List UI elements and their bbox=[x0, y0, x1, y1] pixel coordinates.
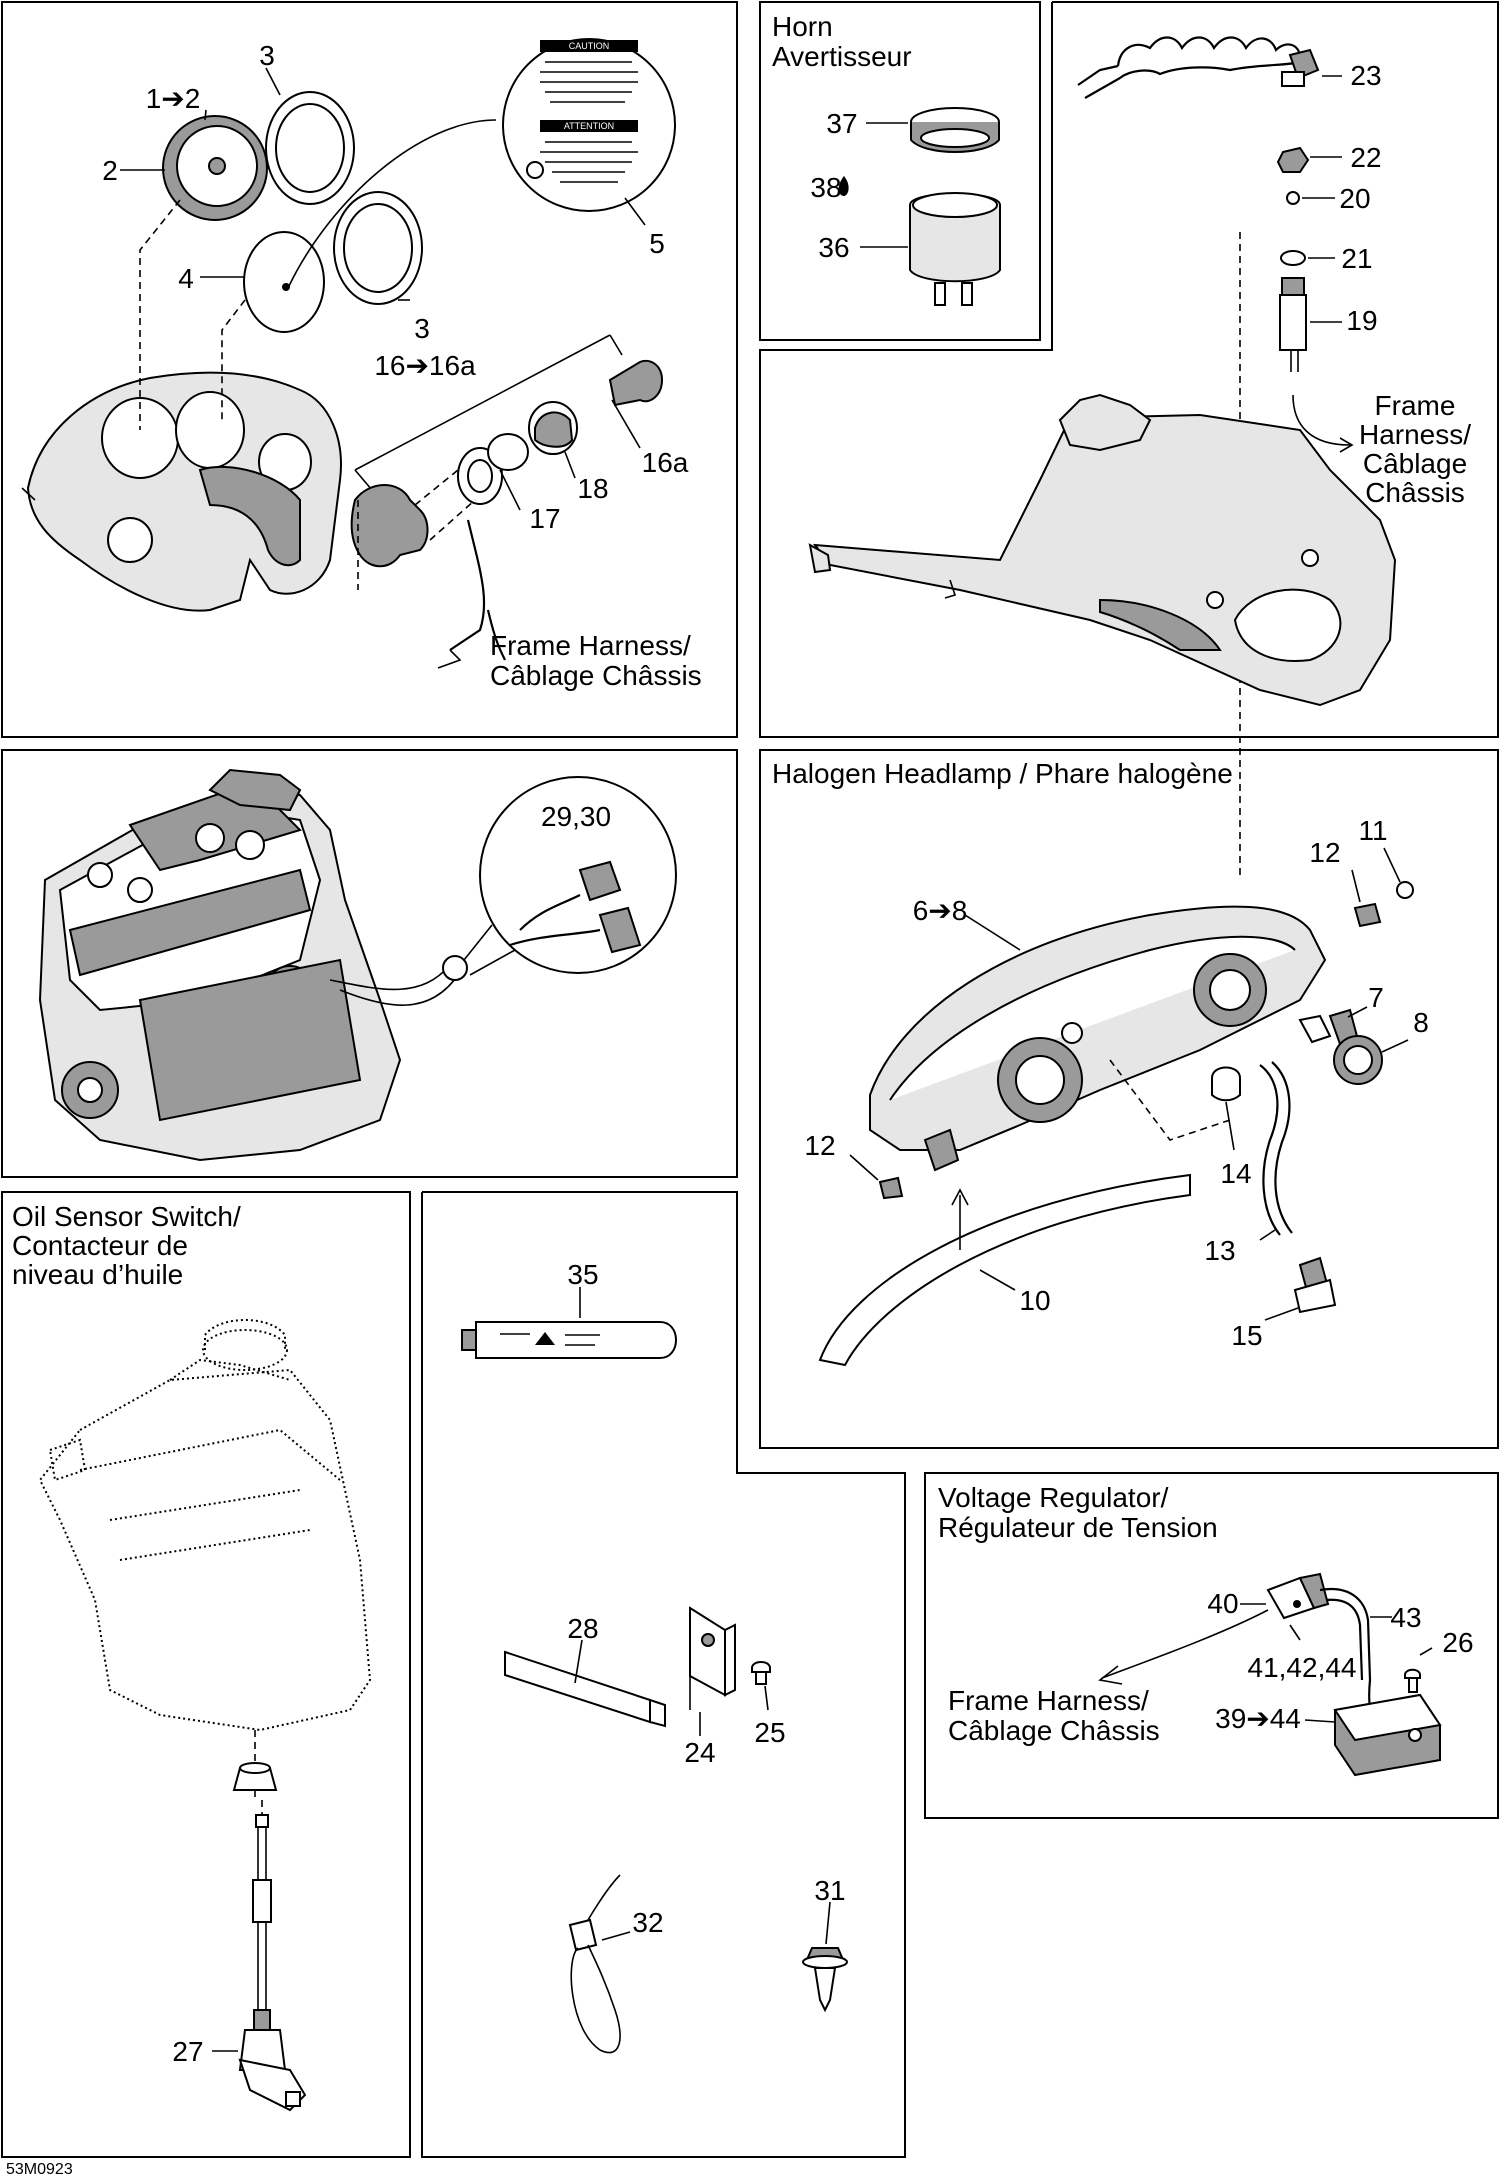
callout-24: 24 bbox=[684, 1737, 715, 1768]
callout-20: 20 bbox=[1339, 183, 1370, 214]
hood-harness-line-4: Châssis bbox=[1365, 477, 1465, 508]
regulator-title-line-1: Voltage Regulator/ bbox=[938, 1482, 1169, 1513]
regulator-title-line-2: Régulateur de Tension bbox=[938, 1512, 1218, 1543]
callout-3-bottom: 3 bbox=[414, 313, 430, 344]
regulator-harness-line-1: Frame Harness/ bbox=[948, 1685, 1149, 1716]
callout-17: 17 bbox=[529, 503, 560, 534]
callout-36: 36 bbox=[818, 232, 849, 263]
callout-18: 18 bbox=[577, 473, 608, 504]
callout-25: 25 bbox=[754, 1717, 785, 1748]
callout-1-2: 1➔2 bbox=[146, 83, 201, 114]
gauges-harness-line-2: Câblage Châssis bbox=[490, 660, 702, 691]
hood-labels: 23 22 20 21 19 Frame Harness/ Câblage Ch… bbox=[1339, 60, 1471, 508]
horn-title-line-1: Horn bbox=[772, 11, 833, 42]
regulator-labels: Voltage Regulator/ Régulateur de Tension… bbox=[938, 1482, 1474, 1746]
panel-regulator-frame bbox=[924, 1472, 1499, 1819]
panel-oil-frame bbox=[1, 1191, 411, 2158]
callout-16a: 16a bbox=[642, 447, 689, 478]
panel-gauges-frame bbox=[1, 1, 738, 738]
regulator-illustration bbox=[1098, 1572, 1442, 1777]
hood-harness-line-3: Câblage bbox=[1363, 448, 1467, 479]
decal-caution-text: CAUTION bbox=[569, 41, 610, 51]
regulator-harness-line-2: Câblage Châssis bbox=[948, 1715, 1160, 1746]
panel-hood-frame bbox=[759, 1, 1499, 738]
drawing-code: 53M0923 bbox=[6, 2161, 73, 2178]
callout-43: 43 bbox=[1390, 1602, 1421, 1633]
callout-19: 19 bbox=[1346, 305, 1377, 336]
callout-37: 37 bbox=[826, 108, 857, 139]
horn-labels: Horn Avertisseur 37 38 36 bbox=[772, 11, 912, 263]
hardware-labels: 35 28 24 25 32 31 bbox=[567, 1259, 845, 1938]
callout-27: 27 bbox=[172, 2036, 203, 2067]
callout-10: 10 bbox=[1019, 1285, 1050, 1316]
callout-41-42-44: 41,42,44 bbox=[1248, 1652, 1357, 1683]
hood-harness-line-1: Frame bbox=[1375, 390, 1456, 421]
callout-32: 32 bbox=[632, 1907, 663, 1938]
callout-28: 28 bbox=[567, 1613, 598, 1644]
callout-11: 11 bbox=[1358, 815, 1387, 846]
horn-title-line-2: Avertisseur bbox=[772, 41, 912, 72]
callout-8: 8 bbox=[1413, 1007, 1429, 1038]
callout-14: 14 bbox=[1220, 1158, 1251, 1189]
panel-headlamp-frame bbox=[759, 749, 1499, 1449]
gauge-cluster-illustration: CAUTION ATTENTION bbox=[21, 38, 676, 669]
panel-engine-frame bbox=[1, 749, 738, 1178]
hood-harness-line-2: Harness/ bbox=[1359, 419, 1471, 450]
engine-labels: 29,30 bbox=[541, 801, 611, 832]
callout-5: 5 bbox=[649, 228, 665, 259]
hardware-illustration bbox=[461, 1321, 848, 2054]
callout-2: 2 bbox=[102, 155, 118, 186]
callout-15: 15 bbox=[1231, 1320, 1262, 1351]
horn-illustration bbox=[838, 107, 1001, 306]
gauges-harness-line-1: Frame Harness/ bbox=[490, 630, 691, 661]
callout-26: 26 bbox=[1442, 1627, 1473, 1658]
panel-hardware-frame bbox=[421, 1191, 906, 2158]
oil-title-line-3: niveau d’huile bbox=[12, 1259, 183, 1290]
callout-4: 4 bbox=[178, 263, 194, 294]
callout-12-bottom: 12 bbox=[804, 1130, 835, 1161]
callout-3-top: 3 bbox=[259, 40, 275, 71]
headlamp-title: Halogen Headlamp / Phare halogène bbox=[772, 758, 1233, 789]
oil-labels: Oil Sensor Switch/ Contacteur de niveau … bbox=[12, 1201, 241, 2067]
callout-22: 22 bbox=[1350, 142, 1381, 173]
callout-40: 40 bbox=[1207, 1588, 1238, 1619]
callout-12-top: 12 bbox=[1309, 837, 1340, 868]
callout-38: 38 bbox=[810, 172, 841, 203]
callout-29-30: 29,30 bbox=[541, 801, 611, 832]
callout-35: 35 bbox=[567, 1259, 598, 1290]
oil-tank-illustration bbox=[38, 1319, 372, 2112]
headlamp-labels: Halogen Headlamp / Phare halogène 6➔8 12… bbox=[772, 758, 1429, 1351]
callout-6-8: 6➔8 bbox=[913, 895, 968, 926]
decal-attention-text: ATTENTION bbox=[564, 121, 614, 131]
callout-16-16a: 16➔16a bbox=[374, 350, 476, 381]
engine-illustration bbox=[38, 768, 677, 1162]
callout-23: 23 bbox=[1350, 60, 1381, 91]
hood-illustration bbox=[808, 36, 1397, 880]
oil-title-line-2: Contacteur de bbox=[12, 1230, 188, 1261]
callout-31: 31 bbox=[814, 1875, 845, 1906]
callout-39-44: 39➔44 bbox=[1215, 1703, 1301, 1734]
callout-21: 21 bbox=[1341, 243, 1372, 274]
panel-horn-frame bbox=[759, 1, 1041, 341]
callout-13: 13 bbox=[1204, 1235, 1235, 1266]
headlamp-illustration bbox=[818, 881, 1414, 1367]
gauges-labels: 1➔2 2 3 3 4 5 16➔16a 16a 17 18 Frame Har… bbox=[102, 40, 701, 691]
callout-7: 7 bbox=[1368, 982, 1384, 1013]
oil-title-line-1: Oil Sensor Switch/ bbox=[12, 1201, 241, 1232]
